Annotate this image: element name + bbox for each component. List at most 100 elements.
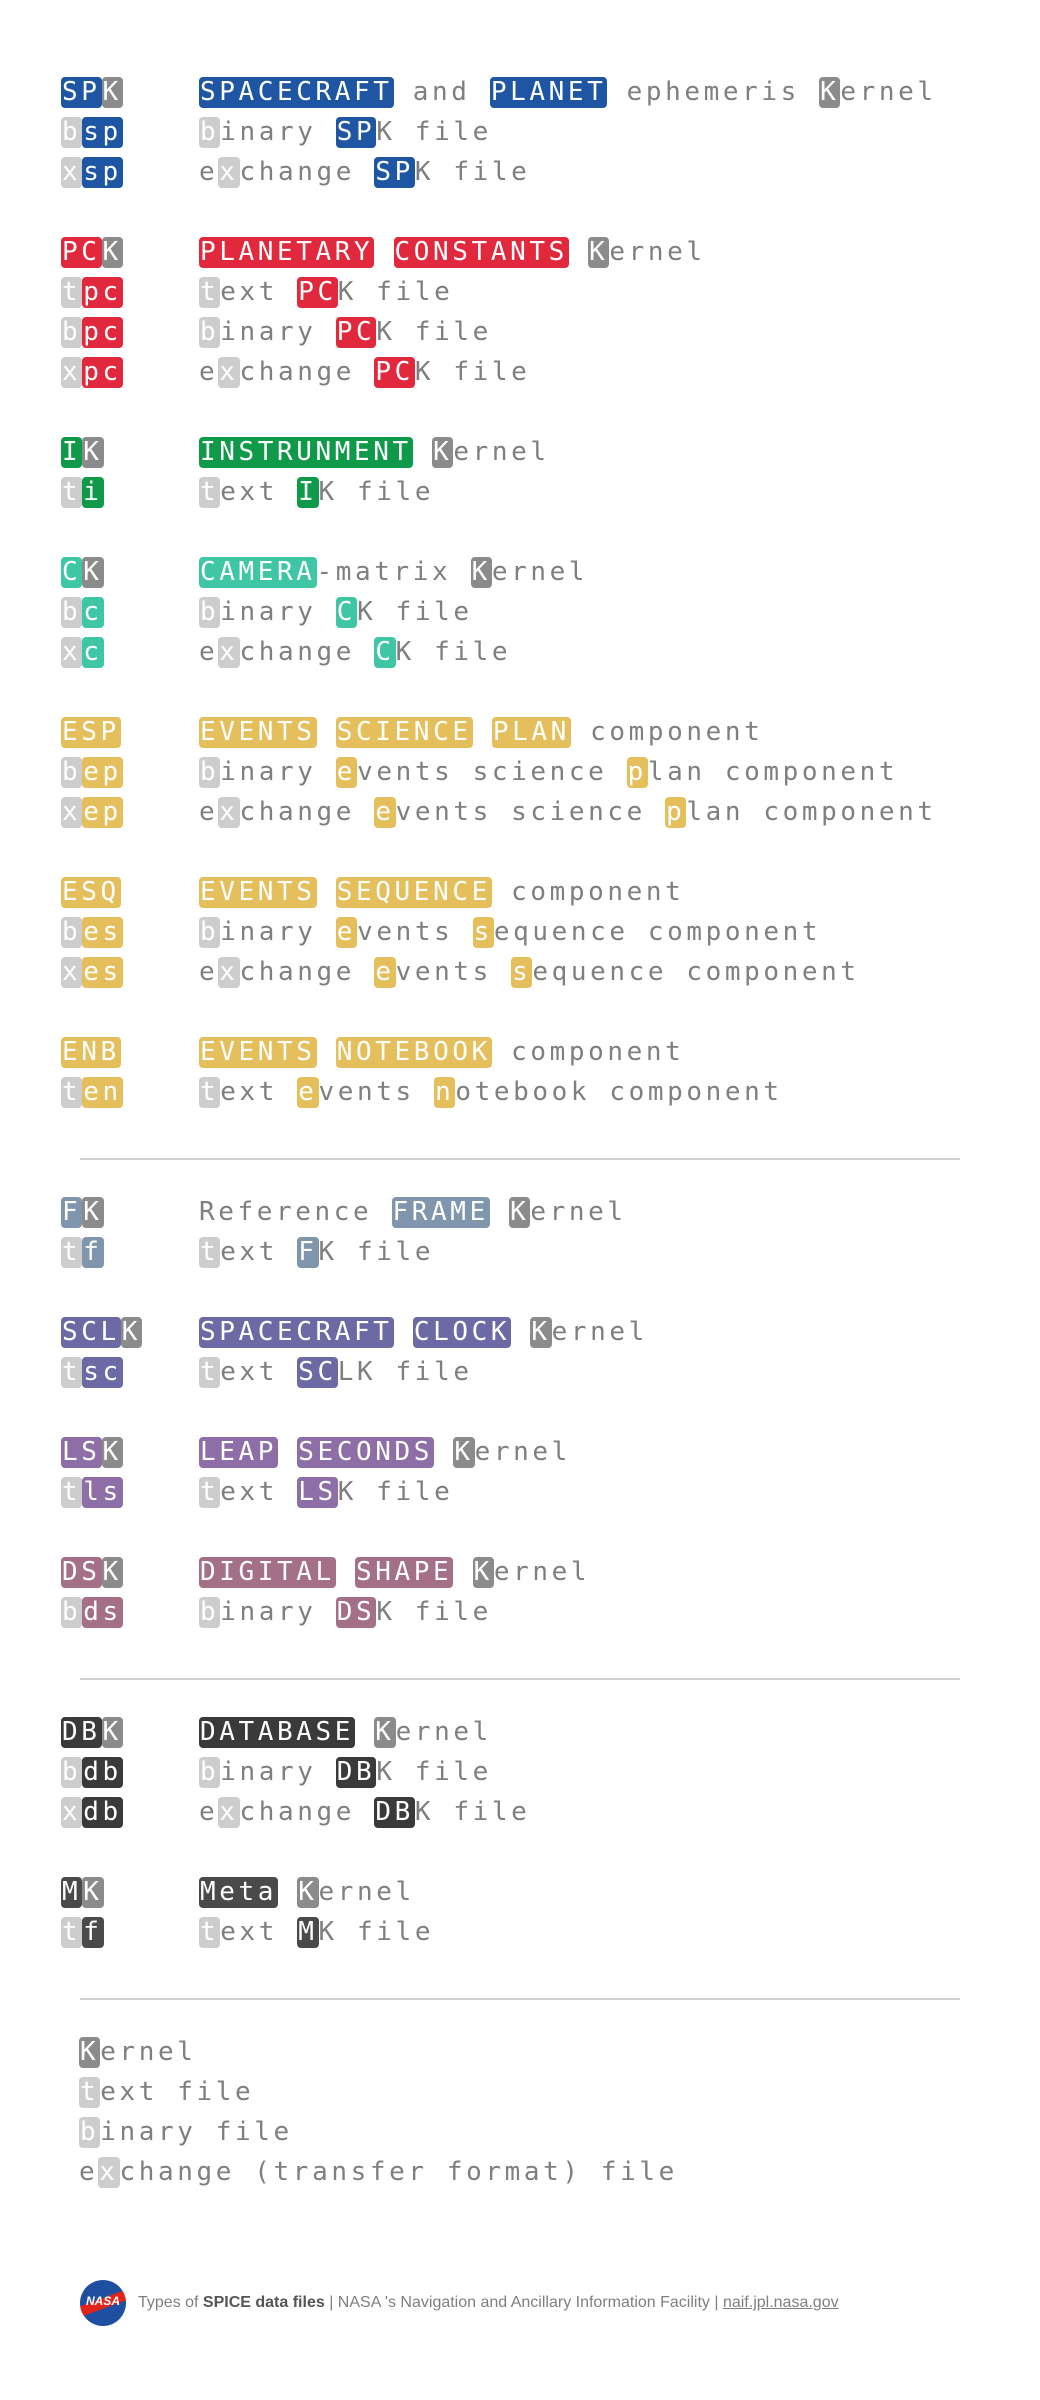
highlight-chip: ds (82, 1597, 123, 1628)
highlight-chip: DB (335, 1757, 377, 1788)
highlight-chip: I (61, 437, 83, 468)
highlight-chip: K (120, 1317, 143, 1348)
highlight-chip: s (472, 917, 494, 948)
plain-text (278, 1437, 297, 1467)
plain-text: e (199, 797, 219, 827)
highlight-chip: db (82, 1797, 123, 1828)
highlight-chip: K (509, 1197, 531, 1228)
file-code: xc (61, 634, 104, 670)
highlight-chip: F (297, 1237, 319, 1268)
plain-text (374, 237, 393, 267)
highlight-chip: K (101, 237, 123, 268)
highlight-chip: K (82, 1877, 104, 1908)
highlight-chip: x (61, 637, 83, 668)
footer-bold: SPICE data files (202, 2294, 325, 2311)
highlight-chip: K (374, 1717, 396, 1748)
plain-text: e (199, 357, 219, 387)
file-description: SPACECRAFT CLOCK Kernel (199, 1314, 648, 1350)
highlight-chip: s (511, 957, 533, 988)
plain-text (394, 1317, 413, 1347)
highlight-chip: M (297, 1917, 319, 1948)
highlight-chip: pc (82, 277, 123, 308)
highlight-chip: SPACECRAFT (199, 1317, 394, 1348)
plain-text: K file (395, 637, 512, 667)
plain-text: component (491, 877, 685, 907)
highlight-chip: sc (82, 1357, 123, 1388)
plain-text: inary (220, 1757, 336, 1787)
file-code: LSK (61, 1434, 123, 1470)
file-code: tls (61, 1474, 123, 1510)
file-description: binary SPK file (199, 114, 492, 150)
highlight-chip: K (82, 557, 104, 588)
plain-text: ernel (474, 1437, 571, 1467)
highlight-chip: b (199, 597, 221, 628)
file-description: text MK file (199, 1914, 434, 1950)
highlight-chip: b (199, 317, 221, 348)
legend-row: Kernel (0, 2034, 1040, 2070)
plain-text: ernel (609, 237, 706, 267)
plain-text: K file (414, 1797, 531, 1827)
plain-text (317, 877, 336, 907)
footer-middle: | NASA 's Navigation and Ancillary Infor… (324, 2294, 723, 2311)
plain-text: ernel (493, 1557, 591, 1587)
highlight-chip: Meta (199, 1877, 279, 1908)
highlight-chip: x (218, 797, 240, 828)
highlight-chip: t (199, 1077, 221, 1108)
highlight-chip: p (665, 797, 687, 828)
highlight-chip: e (297, 1077, 319, 1108)
file-code: tf (61, 1234, 104, 1270)
file-description: INSTRUNMENT Kernel (199, 434, 550, 470)
highlight-chip: SPACECRAFT (199, 77, 394, 108)
footer-link[interactable]: naif.jpl.nasa.gov (722, 2294, 839, 2311)
highlight-chip: EVENTS (199, 717, 317, 748)
file-description: binary events sequence component (199, 914, 821, 950)
highlight-chip: ESQ (61, 877, 121, 908)
highlight-chip: x (98, 2157, 120, 2188)
highlight-chip: e (335, 757, 358, 788)
file-description: LEAP SECONDS Kernel (199, 1434, 571, 1470)
file-code: xdb (61, 1794, 123, 1830)
file-code: FK (61, 1194, 104, 1230)
highlight-chip: SC (297, 1357, 338, 1388)
plain-text: ephemeris (607, 77, 820, 107)
highlight-chip: CAMERA (199, 557, 317, 588)
highlight-chip: b (61, 117, 83, 148)
highlight-chip: C (61, 557, 83, 588)
plain-text: ernel (318, 1877, 415, 1907)
highlight-chip: K (530, 1317, 552, 1348)
highlight-chip: CLOCK (412, 1317, 512, 1348)
file-description: text events notebook component (199, 1074, 783, 1110)
highlight-chip: t (199, 1237, 221, 1268)
highlight-chip: EVENTS (199, 877, 317, 908)
highlight-chip: x (218, 157, 240, 188)
file-code: ti (61, 474, 104, 510)
highlight-chip: K (79, 2037, 101, 2068)
highlight-chip: PLANETARY (199, 237, 375, 268)
file-description: binary DSK file (199, 1594, 492, 1630)
file-code: IK (61, 434, 104, 470)
plain-text: ext (220, 1237, 298, 1267)
file-code: ESP (61, 714, 121, 750)
plain-text: change (239, 797, 375, 827)
plain-text: change (239, 637, 375, 667)
plain-text: inary (220, 917, 336, 947)
highlight-chip: b (61, 757, 83, 788)
plain-text: K file (376, 1757, 492, 1787)
legend-text: binary file (79, 2114, 293, 2150)
section-divider (80, 1158, 960, 1160)
plain-text: change (transfer format) file (119, 2157, 678, 2187)
highlight-chip: x (61, 957, 83, 988)
file-code: bc (61, 594, 104, 630)
highlight-chip: es (82, 917, 123, 948)
highlight-chip: C (335, 597, 358, 628)
